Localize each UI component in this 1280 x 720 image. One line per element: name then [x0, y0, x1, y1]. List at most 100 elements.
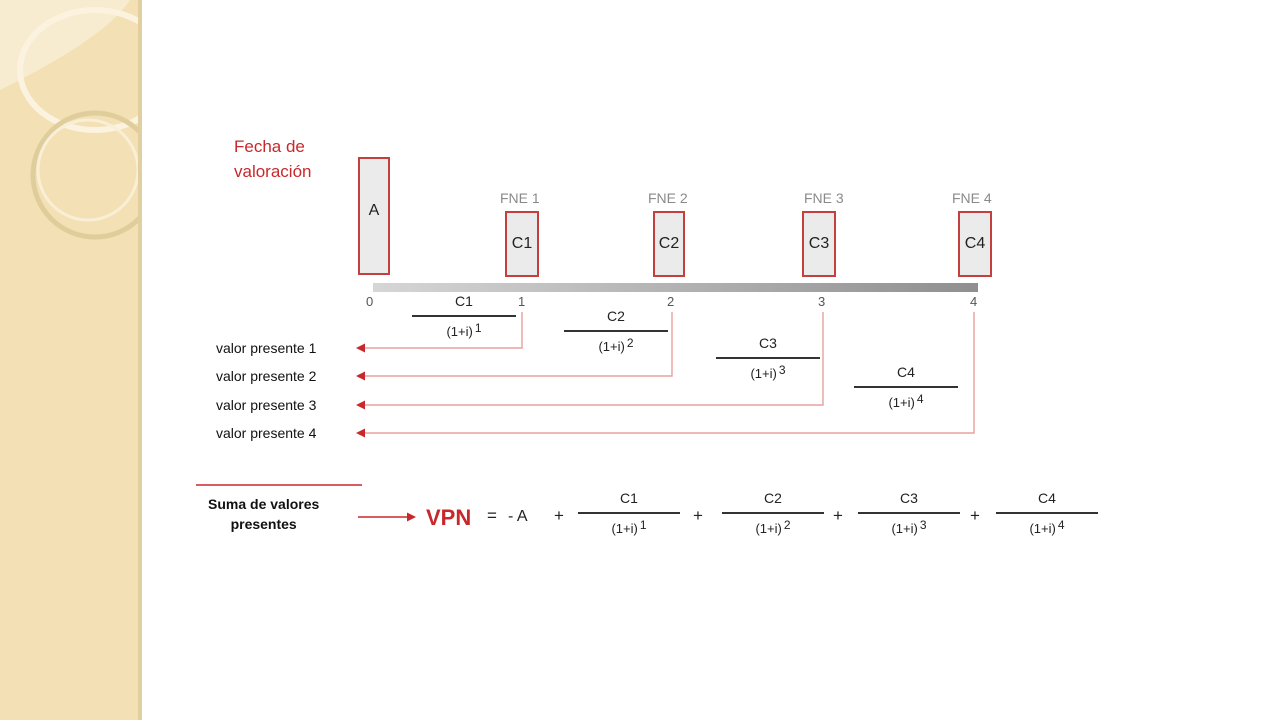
fraction-denominator: (1+i)3	[716, 363, 820, 381]
decorative-rings	[0, 0, 142, 240]
fraction-denominator: (1+i)1	[578, 518, 680, 536]
timeline-bar	[373, 283, 978, 292]
denominator-base: (1+i)	[891, 521, 918, 536]
fraction-numerator: C4	[897, 364, 915, 380]
fraction-bar	[564, 330, 668, 332]
denominator-base: (1+i)	[598, 339, 625, 354]
fraction-denominator: (1+i)3	[858, 518, 960, 536]
cash-flow-box-label: C3	[808, 235, 830, 252]
initial-investment-label: A	[368, 202, 380, 219]
arrow-right-icon	[407, 512, 416, 522]
fne-label-2: FNE 2	[648, 190, 688, 206]
diagram-lines	[196, 283, 978, 522]
fraction-denominator: (1+i)1	[412, 321, 516, 339]
title-line-2: valoración	[234, 162, 312, 181]
denominator-base: (1+i)	[888, 395, 915, 410]
vpn-term-2: C2 (1+i)2	[722, 490, 824, 540]
fraction-numerator: C4	[1038, 490, 1056, 506]
decorative-side-panel	[0, 0, 142, 720]
present-value-connector-1	[356, 312, 523, 353]
fraction-bar	[858, 512, 960, 514]
arrow-left-icon	[356, 400, 365, 410]
initial-investment-box: A	[358, 157, 390, 275]
denominator-base: (1+i)	[1029, 521, 1056, 536]
sum-label-line-2: presentes	[230, 516, 297, 532]
denominator-exponent: 3	[919, 518, 927, 532]
denominator-exponent: 3	[778, 363, 786, 377]
title-line-1: Fecha de	[234, 137, 305, 156]
tick-4: 4	[970, 294, 978, 309]
fraction-denominator: (1+i)2	[722, 518, 824, 536]
cash-flow-box-2: C2	[653, 211, 685, 277]
arrow-left-icon	[356, 343, 365, 353]
fraction-denominator: (1+i)4	[996, 518, 1098, 536]
vpn-term-1: C1 (1+i)1	[578, 490, 680, 540]
minus-initial-investment: - A	[508, 508, 528, 525]
cash-flow-box-label: C2	[658, 235, 680, 252]
discount-fraction-4: C4 (1+i)4	[854, 364, 958, 414]
fraction-denominator: (1+i)2	[564, 336, 668, 354]
present-value-label-2: valor presente 2	[216, 368, 317, 384]
valuation-date-title: Fecha de valoración	[234, 134, 312, 184]
tick-3: 3	[818, 294, 826, 309]
cash-flow-box-3: C3	[802, 211, 836, 277]
cash-flow-box-1: C1	[505, 211, 539, 277]
cash-flow-box-4: C4	[958, 211, 992, 277]
fne-label-1: FNE 1	[500, 190, 540, 206]
fraction-numerator: C1	[620, 490, 638, 506]
denominator-exponent: 1	[639, 518, 647, 532]
fne-label-4: FNE 4	[952, 190, 992, 206]
plus-sign-1: +	[554, 506, 564, 525]
fraction-bar	[412, 315, 516, 317]
fraction-numerator: C2	[764, 490, 782, 506]
sum-label-line-1: Suma de valores	[208, 496, 320, 512]
present-value-connector-2	[356, 312, 673, 381]
present-value-label-1: valor presente 1	[216, 340, 317, 356]
present-value-label-3: valor presente 3	[216, 397, 317, 413]
tick-0: 0	[366, 294, 374, 309]
fraction-denominator: (1+i)4	[854, 392, 958, 410]
fraction-numerator: C3	[759, 335, 777, 351]
denominator-exponent: 2	[783, 518, 791, 532]
plus-sign-2: +	[693, 506, 703, 525]
fne-label-3: FNE 3	[804, 190, 844, 206]
cash-flow-box-label: C1	[511, 235, 533, 252]
present-value-connector-4	[356, 312, 975, 438]
side-panel-edge	[138, 0, 142, 720]
denominator-base: (1+i)	[755, 521, 782, 536]
vpn-term-3: C3 (1+i)3	[858, 490, 960, 540]
tick-1: 1	[518, 294, 526, 309]
equals-sign: =	[487, 506, 497, 525]
present-value-label-4: valor presente 4	[216, 425, 317, 441]
denominator-base: (1+i)	[611, 521, 638, 536]
fraction-bar	[578, 512, 680, 514]
denominator-exponent: 4	[916, 392, 924, 406]
sum-of-present-values-label: Suma de valores presentes	[208, 494, 319, 534]
tick-2: 2	[667, 294, 675, 309]
fraction-numerator: C2	[607, 308, 625, 324]
fraction-numerator: C1	[455, 293, 473, 309]
fraction-numerator: C3	[900, 490, 918, 506]
denominator-exponent: 1	[474, 321, 482, 335]
fraction-bar	[854, 386, 958, 388]
denominator-base: (1+i)	[446, 324, 473, 339]
vpn-term-4: C4 (1+i)4	[996, 490, 1098, 540]
discount-fraction-1: C1 (1+i)1	[412, 293, 516, 343]
denominator-base: (1+i)	[750, 366, 777, 381]
cash-flow-box-label: C4	[964, 235, 986, 252]
plus-sign-4: +	[970, 506, 980, 525]
slide: Fecha de valoración	[142, 0, 1280, 720]
fraction-bar	[996, 512, 1098, 514]
sum-arrow	[358, 512, 416, 522]
fraction-bar	[722, 512, 824, 514]
discount-fraction-2: C2 (1+i)2	[564, 308, 668, 358]
denominator-exponent: 4	[1057, 518, 1065, 532]
fraction-bar	[716, 357, 820, 359]
arrow-left-icon	[356, 428, 365, 438]
discount-fraction-3: C3 (1+i)3	[716, 335, 820, 385]
plus-sign-3: +	[833, 506, 843, 525]
vpn-label: VPN	[426, 505, 472, 530]
denominator-exponent: 2	[626, 336, 634, 350]
present-value-connector-3	[356, 312, 824, 410]
arrow-left-icon	[356, 371, 365, 381]
